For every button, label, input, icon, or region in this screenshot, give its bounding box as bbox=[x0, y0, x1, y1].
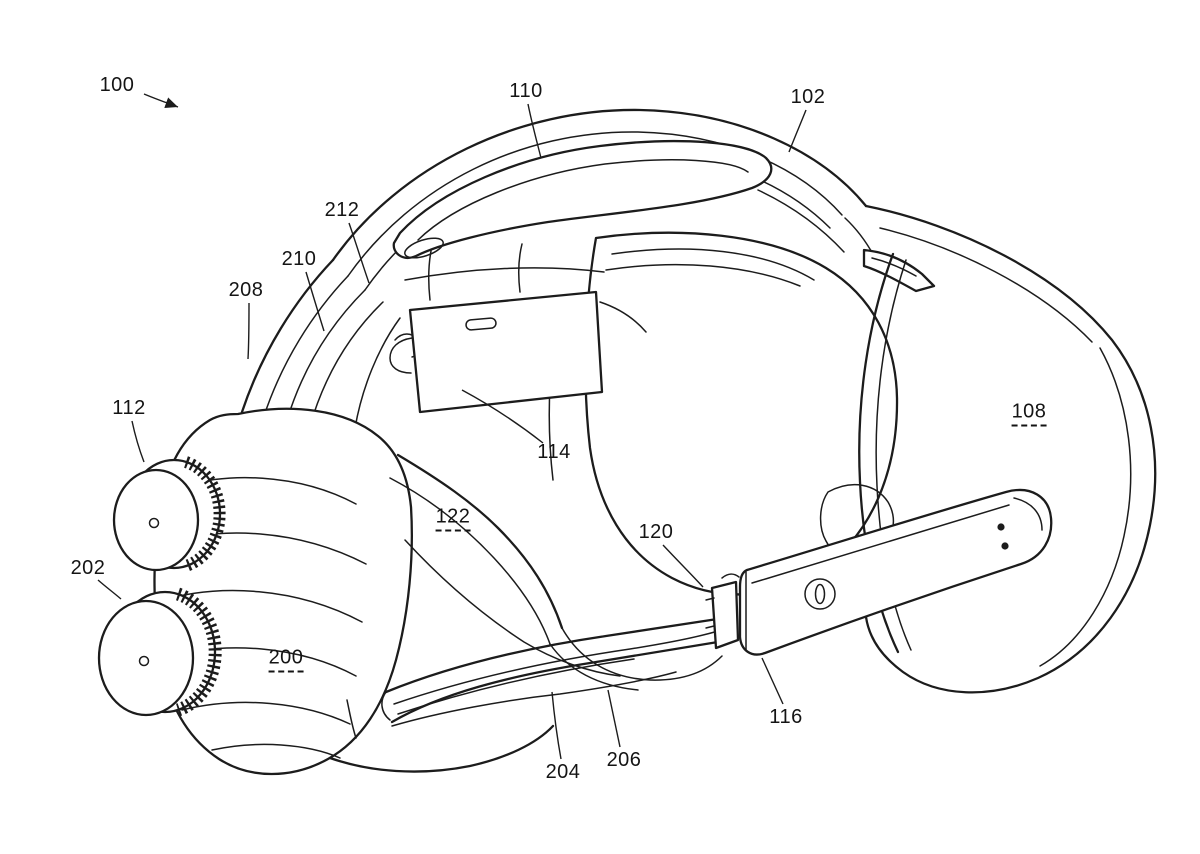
leader-line-210 bbox=[305, 271, 325, 332]
leader-lines bbox=[97, 93, 807, 760]
top-fin bbox=[862, 248, 936, 293]
leader-line-204 bbox=[551, 691, 562, 760]
leader-line-116 bbox=[761, 657, 784, 705]
dial-lower bbox=[97, 587, 222, 717]
arm-button-icon bbox=[804, 578, 836, 610]
ref-label-212: 212 bbox=[324, 199, 360, 221]
top-pad bbox=[392, 139, 845, 259]
ref-label-110: 110 bbox=[509, 80, 543, 102]
arm-pin-icon bbox=[997, 523, 1005, 531]
leader-line-208 bbox=[247, 302, 250, 360]
ref-label-112: 112 bbox=[112, 397, 146, 419]
strap-layers bbox=[240, 258, 401, 429]
ref-label-102: 102 bbox=[790, 86, 826, 108]
leader-line-112 bbox=[131, 420, 145, 463]
leader-line-212 bbox=[348, 222, 370, 284]
hinge bbox=[705, 573, 740, 650]
ref-label-122: 122 bbox=[435, 507, 471, 532]
leader-line-102 bbox=[788, 109, 807, 153]
ref-label-116: 116 bbox=[769, 706, 803, 728]
ref-label-204: 204 bbox=[545, 761, 581, 783]
side-arm bbox=[738, 488, 1053, 656]
cables bbox=[328, 616, 730, 773]
leader-line-110 bbox=[527, 103, 542, 159]
ref-label-120: 120 bbox=[638, 521, 674, 543]
ref-label-206: 206 bbox=[606, 749, 642, 771]
bracket-plate bbox=[389, 290, 647, 414]
ref-label-114: 114 bbox=[537, 441, 571, 463]
ref-label-100: 100 bbox=[99, 74, 135, 96]
leader-line-120 bbox=[662, 544, 704, 588]
leader-line-100 bbox=[143, 93, 179, 108]
ref-label-208: 208 bbox=[228, 279, 264, 301]
dial-upper bbox=[112, 456, 226, 572]
inner-band bbox=[389, 453, 723, 691]
leader-line-114 bbox=[461, 389, 544, 444]
ref-label-210: 210 bbox=[281, 248, 317, 270]
leader-line-202 bbox=[97, 579, 122, 600]
ref-label-202: 202 bbox=[70, 557, 106, 579]
leader-line-206 bbox=[607, 689, 621, 748]
ref-label-108: 108 bbox=[1011, 402, 1047, 427]
ref-label-200: 200 bbox=[268, 648, 304, 673]
arm-pin-icon bbox=[1001, 542, 1009, 550]
